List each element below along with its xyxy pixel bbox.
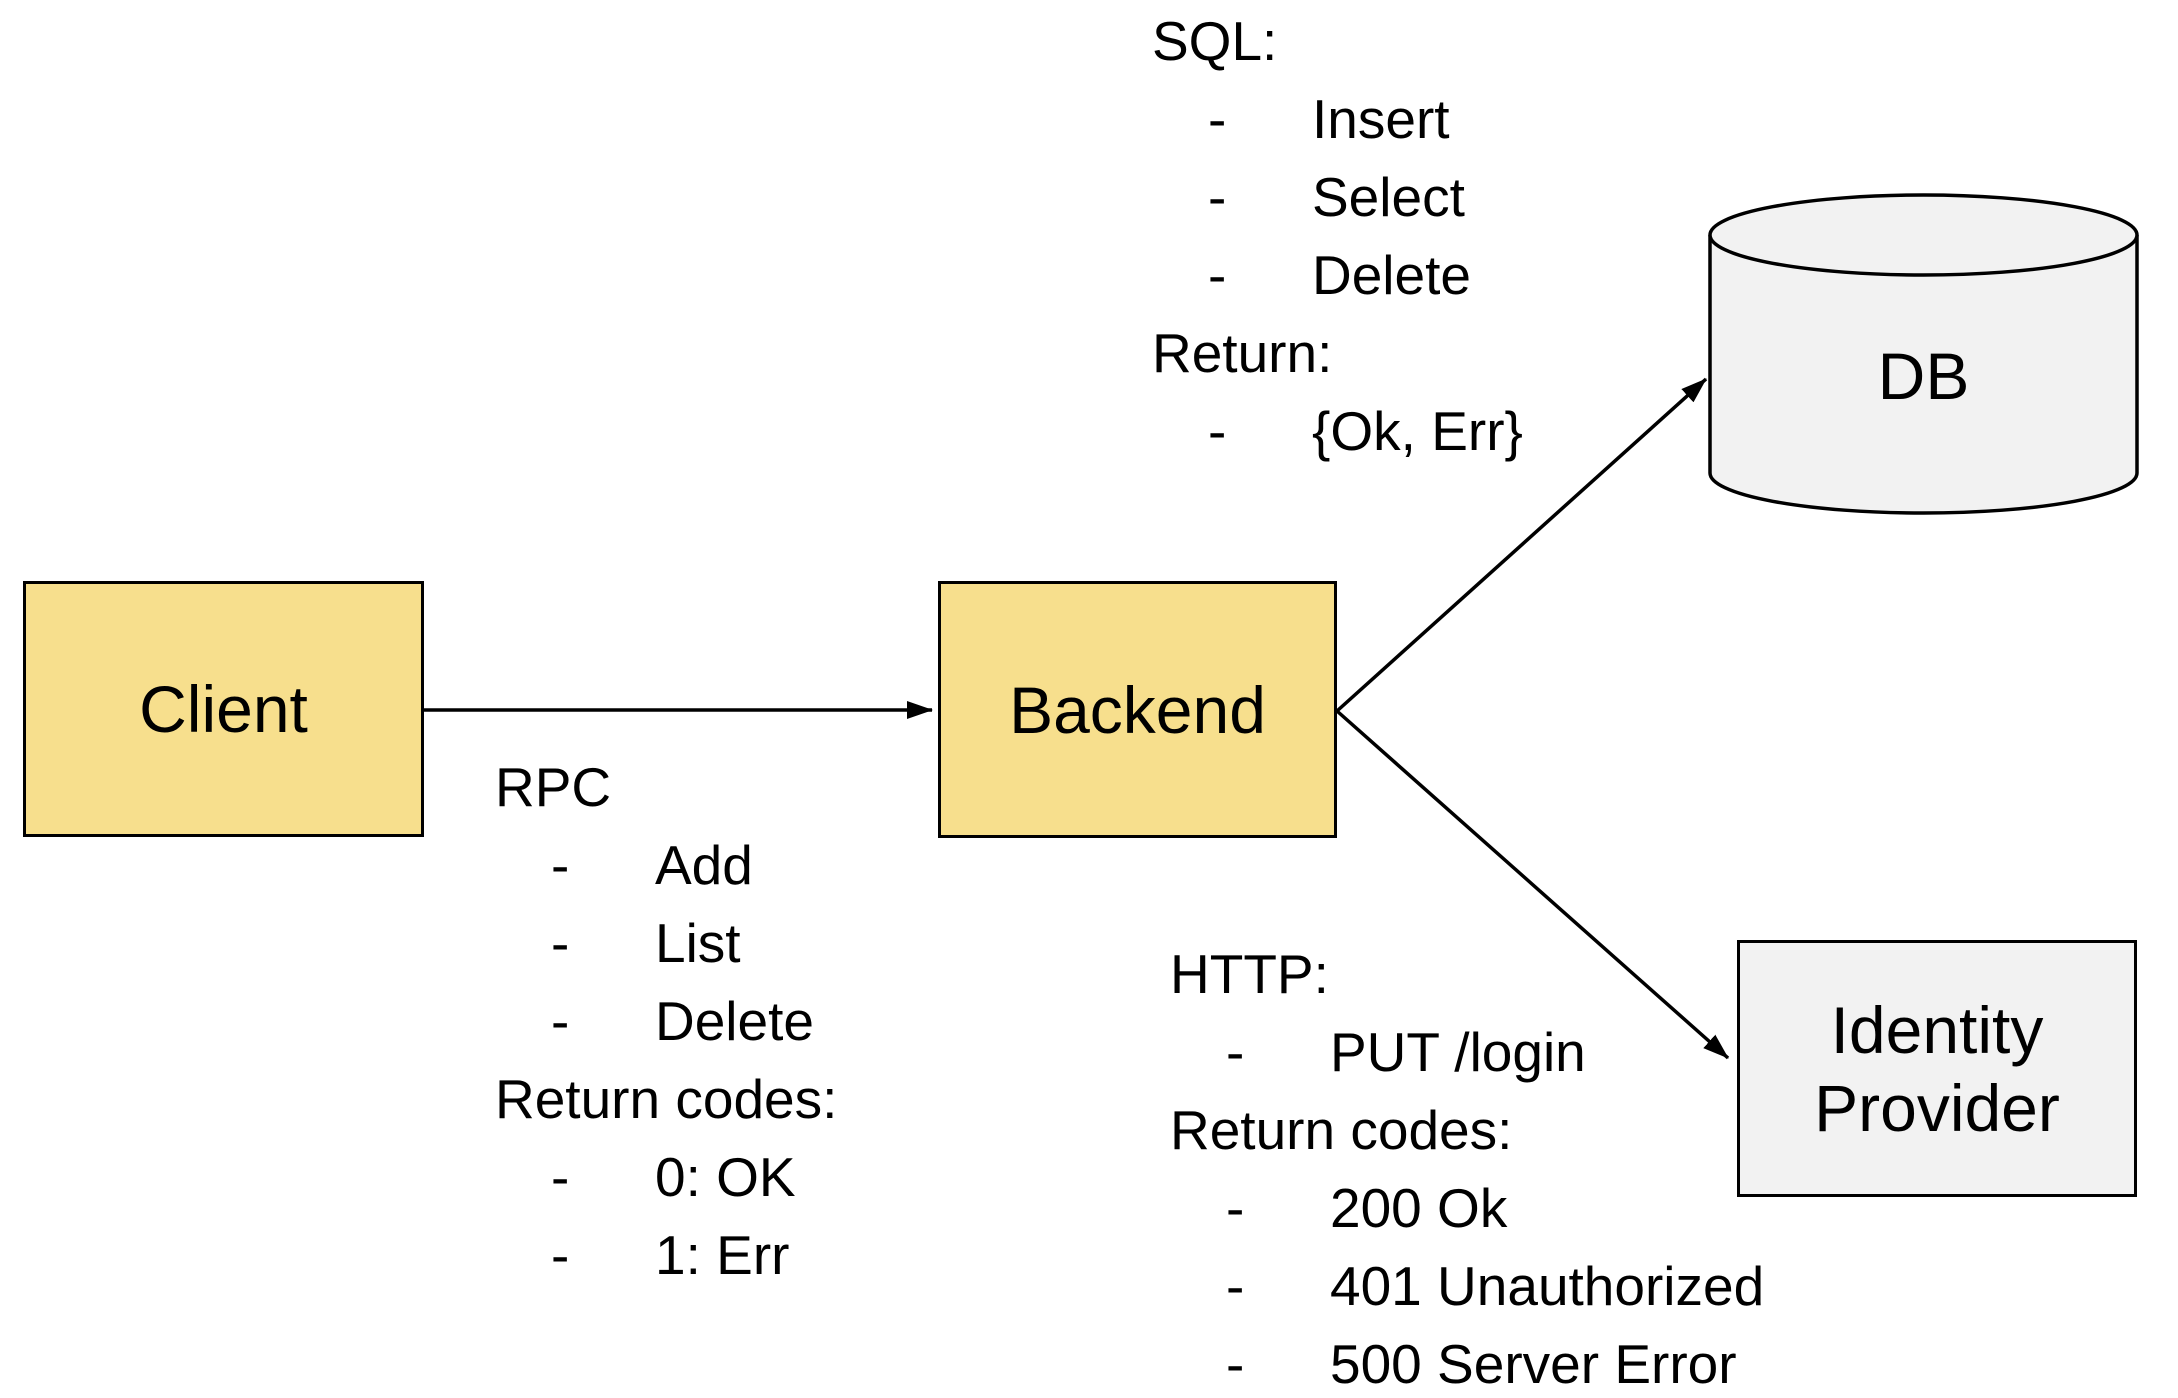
sql-annotation: SQL: - Insert - Select - Delete Return: - {O… [1152, 2, 1523, 470]
backend-node-label: Backend [1009, 672, 1266, 747]
annotation-title-text: SQL: [1152, 10, 1278, 72]
rpc-annotation: RPC - Add - List - Delete Return codes: - 0:… [495, 748, 837, 1294]
bullet-dash: - [1226, 1255, 1245, 1317]
http-annotation: HTTP: -PUT /login Return codes: -200 Ok … [1170, 935, 1764, 1398]
bullet-dash: - [1226, 1021, 1245, 1083]
list-item-text: Select [1312, 166, 1465, 228]
identity-provider-node: Identity Provider [1737, 940, 2137, 1197]
annotation-subtitle: Return: [1152, 314, 1523, 392]
db-node-label-container: DB [1710, 336, 2137, 416]
list-item-text: 200 Ok [1330, 1177, 1508, 1239]
annotation-title: HTTP: [1170, 935, 1764, 1013]
list-item-text: Delete [1312, 244, 1471, 306]
list-item-text: 500 Server Error [1330, 1333, 1737, 1395]
bullet-dash: - [551, 834, 570, 896]
annotation-subtitle: Return codes: [1170, 1091, 1764, 1169]
list-item: - {Ok, Err} [1152, 392, 1523, 470]
arrow-backend-to-identity-provider [1335, 709, 1730, 1060]
annotation-subtitle: Return codes: [495, 1060, 837, 1138]
list-item: - PUT /login [1170, 1013, 1764, 1091]
db-cylinder-body [1708, 235, 2139, 515]
list-item-text: Add [655, 834, 753, 896]
list-item: - Delete [495, 982, 837, 1060]
db-cylinder-top [1708, 193, 2139, 277]
list-item: - 401 Unauthorized [1170, 1247, 1764, 1325]
list-item: - 200 Ok [1170, 1169, 1764, 1247]
annotation-title: RPC [495, 748, 837, 826]
list-item-text: Insert [1312, 88, 1450, 150]
bullet-dash: - [551, 990, 570, 1052]
list-item: - Insert [1152, 80, 1523, 158]
list-item-text: 401 Unauthorized [1330, 1255, 1765, 1317]
annotation-subtitle-text: Return: [1152, 322, 1333, 384]
annotation-subtitle-text: Return codes: [495, 1068, 838, 1130]
list-item: - 1: Err [495, 1216, 837, 1294]
list-item: - 500 Server Error [1170, 1325, 1764, 1398]
bullet-dash: - [1208, 166, 1227, 228]
bullet-dash: - [551, 1224, 570, 1286]
list-item-text: 0: OK [655, 1146, 796, 1208]
list-item-text: Delete [655, 990, 814, 1052]
arrow-backend-to-db [1335, 377, 1708, 713]
bullet-dash: - [1226, 1177, 1245, 1239]
list-item: - Add [495, 826, 837, 904]
list-item-text: PUT /login [1330, 1021, 1586, 1083]
list-item: - List [495, 904, 837, 982]
bullet-dash: - [1208, 88, 1227, 150]
db-cylinder [1708, 193, 2139, 515]
list-item-text: 1: Err [655, 1224, 790, 1286]
backend-node: Backend [938, 581, 1337, 838]
bullet-dash: - [1208, 244, 1227, 306]
bullet-dash: - [1226, 1333, 1245, 1395]
annotation-title-text: RPC [495, 756, 612, 818]
bullet-dash: - [1208, 400, 1227, 462]
annotation-title-text: HTTP: [1170, 943, 1329, 1005]
client-node-label: Client [139, 672, 308, 746]
db-node-label: DB [1877, 339, 1970, 413]
bullet-dash: - [551, 912, 570, 974]
identity-provider-node-label: Identity Provider [1814, 992, 2060, 1145]
list-item: - Delete [1152, 236, 1523, 314]
list-item: - Select [1152, 158, 1523, 236]
bullet-dash: - [551, 1146, 570, 1208]
annotation-title: SQL: [1152, 2, 1523, 80]
list-item-text: List [655, 912, 741, 974]
client-node: Client [23, 581, 424, 837]
list-item: - 0: OK [495, 1138, 837, 1216]
list-item-text: {Ok, Err} [1312, 400, 1523, 462]
annotation-subtitle-text: Return codes: [1170, 1099, 1513, 1161]
